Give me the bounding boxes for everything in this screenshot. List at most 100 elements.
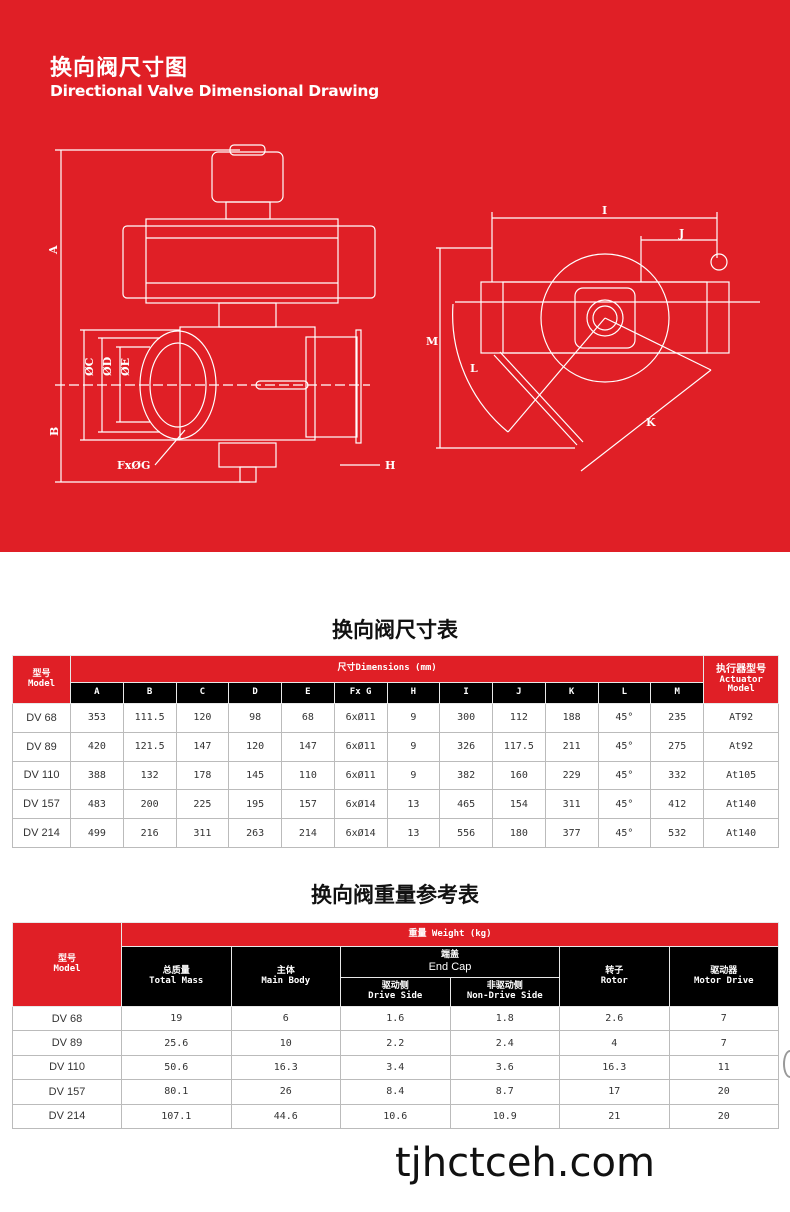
value-cell: 263 [228, 818, 282, 848]
value-cell: 10.9 [449, 1103, 560, 1129]
value-cell: 300 [439, 703, 493, 733]
value-cell: 112 [492, 703, 546, 733]
actuator-cell: AT92 [703, 703, 780, 733]
value-cell: 111.5 [122, 703, 177, 733]
column-header: B [122, 682, 177, 704]
value-cell: 21 [559, 1103, 670, 1129]
actuator-cell: At92 [703, 731, 780, 762]
model-cell: DV 110 [12, 760, 71, 791]
value-cell: 1.6 [340, 1005, 451, 1032]
watermark: tjhctceh.com [395, 1140, 655, 1186]
value-cell: 8.4 [340, 1079, 451, 1105]
value-cell: 195 [228, 789, 282, 820]
dimension-table-title: 换向阀尺寸表 [332, 618, 458, 642]
side-view [436, 212, 760, 472]
value-cell: 160 [492, 760, 546, 791]
value-cell: 45° [597, 703, 652, 733]
model-cell: DV 157 [12, 789, 71, 820]
value-cell: 45° [597, 818, 652, 848]
model-cell: DV 68 [12, 703, 71, 733]
column-header: K [544, 682, 599, 704]
dimensions-header: 尺寸Dimensions (mm) [69, 655, 705, 683]
value-cell: 10 [230, 1030, 341, 1056]
value-cell: 7 [668, 1005, 780, 1032]
label-D: ØD [101, 356, 114, 376]
value-cell: 499 [70, 818, 124, 848]
label-J: J [678, 227, 684, 240]
label-H: H [385, 459, 395, 472]
weight-header: 重量 Weight (kg) [120, 922, 780, 947]
value-cell: 353 [70, 703, 124, 733]
value-cell: 9 [386, 760, 441, 791]
column-header: Fx G [333, 682, 388, 704]
weight-table-title: 换向阀重量参考表 [311, 883, 479, 907]
value-cell: 121.5 [122, 731, 177, 762]
value-cell: 147 [281, 731, 335, 762]
drawing-title-en: Directional Valve Dimensional Drawing [50, 82, 379, 100]
actuator-cell: At105 [703, 760, 780, 791]
hero-banner: 换向阀尺寸图 Directional Valve Dimensional Dra… [0, 0, 790, 552]
value-cell: 6xØ11 [333, 703, 388, 733]
value-cell: 98 [228, 703, 282, 733]
value-cell: 110 [281, 760, 335, 791]
value-cell: 225 [175, 789, 230, 820]
column-header: H [386, 682, 441, 704]
value-cell: 235 [650, 703, 705, 733]
value-cell: 45° [597, 789, 652, 820]
value-cell: 16.3 [559, 1054, 670, 1081]
value-cell: 68 [281, 703, 335, 733]
column-header: I [439, 682, 493, 704]
column-header: D [228, 682, 282, 704]
model-cell: DV 214 [12, 818, 71, 848]
value-cell: 80.1 [121, 1079, 232, 1105]
value-cell: 382 [439, 760, 493, 791]
value-cell: 4 [559, 1030, 670, 1056]
label-M: M [426, 335, 438, 348]
model-cell: DV 68 [12, 1005, 122, 1032]
value-cell: 556 [439, 818, 493, 848]
value-cell: 3.4 [340, 1054, 451, 1081]
value-cell: 157 [281, 789, 335, 820]
value-cell: 6 [230, 1005, 341, 1032]
value-cell: 377 [544, 818, 599, 848]
value-cell: 6xØ11 [333, 760, 388, 791]
value-cell: 16.3 [230, 1054, 341, 1081]
value-cell: 107.1 [121, 1103, 232, 1129]
partial-circle-icon [783, 1050, 790, 1078]
value-cell: 44.6 [230, 1103, 341, 1129]
value-cell: 2.2 [340, 1030, 451, 1056]
actuator-cell: At140 [703, 818, 780, 848]
value-cell: 19 [121, 1005, 232, 1032]
model-cell: DV 214 [12, 1103, 122, 1129]
value-cell: 45° [597, 731, 652, 762]
value-cell: 178 [175, 760, 230, 791]
value-cell: 120 [228, 731, 282, 762]
label-E: ØE [119, 358, 132, 376]
label-A: A [47, 245, 60, 255]
value-cell: 311 [175, 818, 230, 848]
value-cell: 1.8 [449, 1005, 560, 1032]
dimensional-drawing: A B ØC ØD ØE FxØG H I J K L M [47, 144, 760, 483]
column-header: L [597, 682, 652, 704]
value-cell: 9 [386, 731, 441, 762]
value-cell: 180 [492, 818, 546, 848]
value-cell: 45° [597, 760, 652, 791]
value-cell: 17 [559, 1079, 670, 1105]
value-cell: 13 [386, 789, 441, 820]
label-FG: FxØG [117, 459, 150, 472]
value-cell: 311 [544, 789, 599, 820]
value-cell: 532 [650, 818, 705, 848]
value-cell: 412 [650, 789, 705, 820]
value-cell: 200 [122, 789, 177, 820]
